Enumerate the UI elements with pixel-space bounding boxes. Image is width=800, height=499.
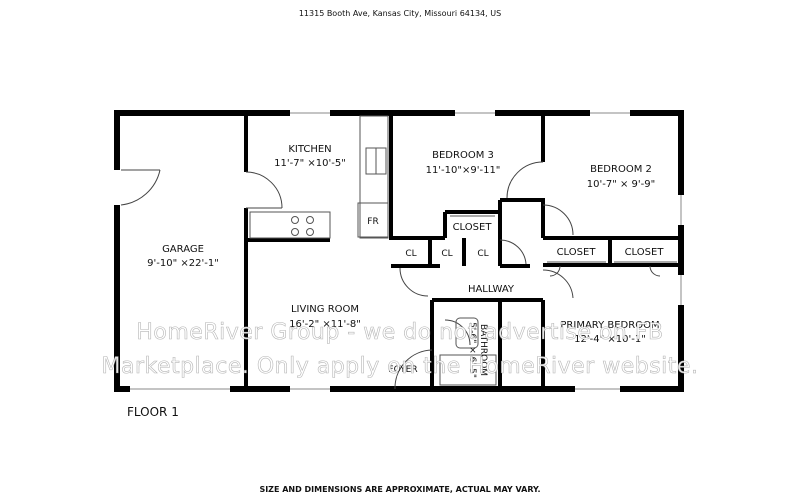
tub-icon (439, 354, 497, 386)
primary-bedroom-name: PRIMARY BEDROOM (560, 320, 659, 331)
stove-burner-icon (291, 216, 299, 224)
bathroom-fixtures (439, 317, 497, 386)
fridge-label: FR (367, 217, 378, 227)
primary-closet-1-label: CLOSET (557, 247, 597, 258)
watermark-line-2: Marketplace. Only apply on the HomeRiver… (101, 354, 699, 380)
primary-closet-2-label: CLOSET (625, 247, 665, 258)
kitchen-name: KITCHEN (288, 144, 331, 155)
living-room-name: LIVING ROOM (291, 304, 359, 315)
watermark-line-1: HomeRiver Group - we do not advertise on… (136, 320, 664, 346)
exterior-wall (114, 110, 684, 392)
bedroom2-name: BEDROOM 2 (590, 164, 652, 175)
doors (120, 161, 661, 390)
vanity-icon (455, 317, 479, 349)
primary-bedroom-dims: 12'-4" ×10'-1" (574, 334, 646, 345)
stove-burner-icon (306, 216, 314, 224)
room-labels: GARAGE 9'-10" ×22'-1" KITCHEN 11'-7" ×10… (147, 144, 664, 378)
garage-dims: 9'-10" ×22'-1" (147, 258, 219, 269)
garage-name: GARAGE (162, 244, 204, 255)
bathroom-dims: 5'-6" × 6'-5" (467, 322, 477, 378)
bedroom3-dims: 11'-10"×9'-11" (426, 165, 501, 176)
stove-burner-icon (291, 228, 299, 236)
property-address: 11315 Booth Ave, Kansas City, Missouri 6… (298, 9, 502, 18)
hallway-label: HALLWAY (468, 284, 515, 295)
interior-walls (244, 113, 681, 389)
kitchen-fixtures (249, 115, 389, 239)
fridge-icon (357, 202, 389, 238)
bedroom2-dims: 10'-7" × 9'-9" (587, 179, 655, 190)
foyer-label: FOYER (388, 365, 417, 375)
cl-1-label: CL (405, 249, 416, 259)
living-room-dims: 16'-2" ×11'-8" (289, 319, 361, 330)
stove-burner-icon (306, 228, 314, 236)
bedroom3-closet-label: CLOSET (453, 222, 493, 233)
windows (113, 109, 685, 393)
floor-label: FLOOR 1 (127, 405, 179, 419)
cl-3-label: CL (477, 249, 488, 259)
bedroom3-name: BEDROOM 3 (432, 150, 494, 161)
kitchen-dims: 11'-7" ×10'-5" (274, 158, 346, 169)
closet-shelves (450, 215, 677, 263)
cl-2-label: CL (441, 249, 452, 259)
disclaimer: SIZE AND DIMENSIONS ARE APPROXIMATE, ACT… (259, 485, 541, 494)
bathroom-name: BATHROOM (478, 324, 488, 376)
